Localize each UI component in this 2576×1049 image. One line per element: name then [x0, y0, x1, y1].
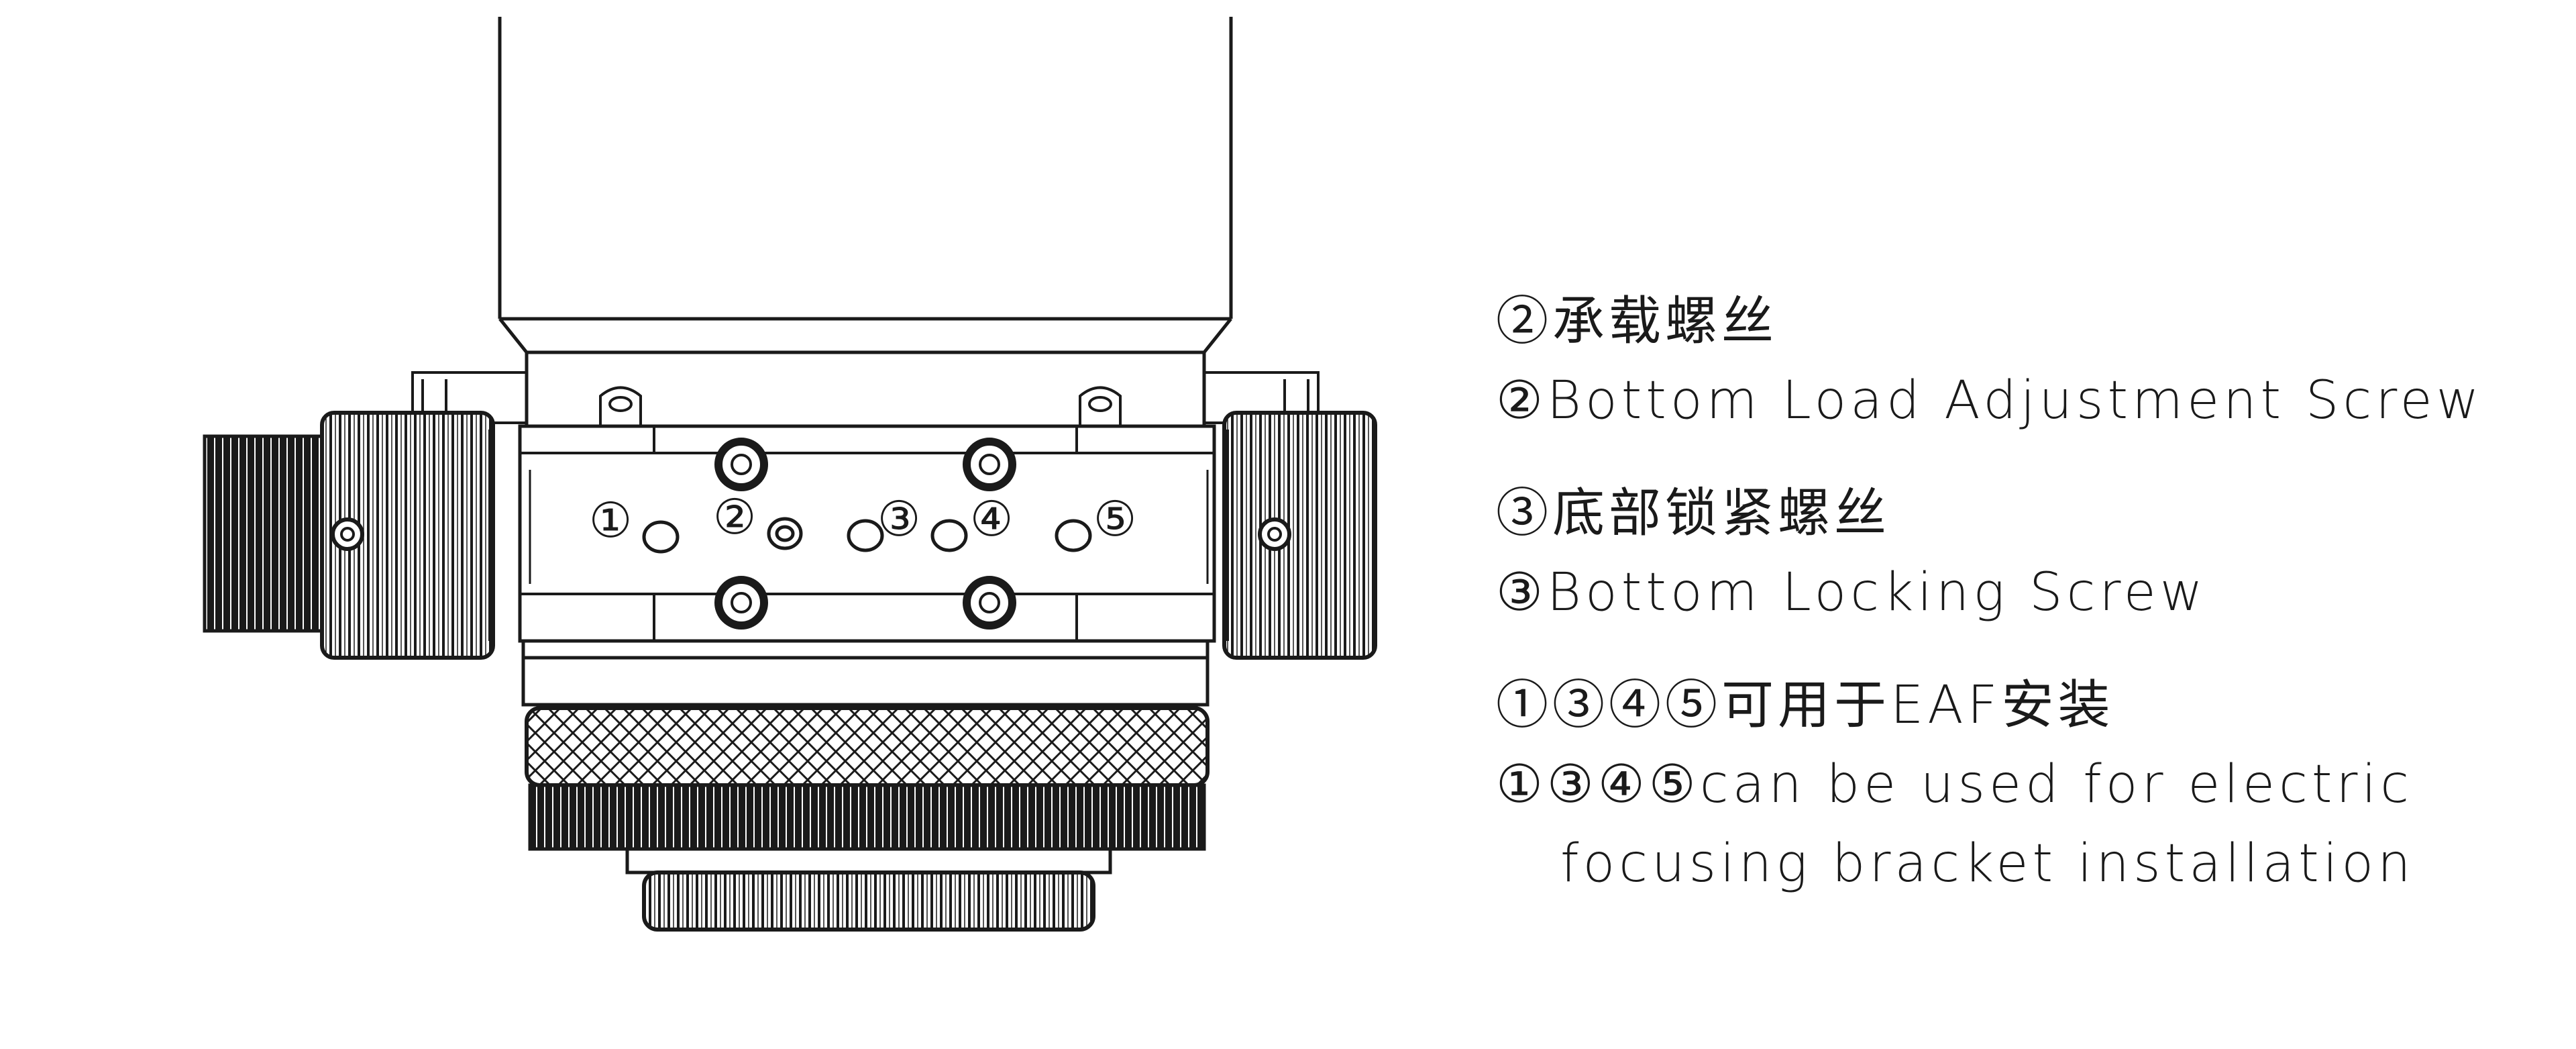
body-holes	[642, 517, 1092, 554]
legend-lock-screw: ③底部锁紧螺丝 ③Bottom Locking Screw	[1496, 474, 2556, 632]
callout-numbers: ① ② ③ ④ ⑤	[589, 489, 1137, 548]
mount-tabs	[599, 386, 1122, 426]
legend-eaf-cn: ①③④⑤可用于EAF安装	[1496, 675, 2114, 736]
legend-eaf: ①③④⑤可用于EAF安装 ①③④⑤can be used for electri…	[1496, 666, 2556, 903]
legend-lock-cn: ③底部锁紧螺丝	[1496, 483, 1891, 544]
bottom-adapter	[625, 847, 1112, 932]
draw-tube	[498, 17, 1233, 426]
legend-load-en: ②Bottom Load Adjustment Screw	[1496, 370, 2483, 431]
legend-load-cn: ②承载螺丝	[1496, 291, 1778, 352]
left-focus-knob	[203, 411, 495, 660]
legend-eaf-en-1: ①③④⑤can be used for electric	[1496, 754, 2414, 815]
legend-eaf-en-2: focusing bracket installation	[1560, 834, 2415, 894]
legend-load-screw: ②承载螺丝 ②Bottom Load Adjustment Screw	[1496, 282, 2556, 440]
right-focus-knob	[1222, 411, 1377, 660]
legend-lock-en: ③Bottom Locking Screw	[1496, 562, 2207, 623]
legend-panel: ②承载螺丝 ②Bottom Load Adjustment Screw ③底部锁…	[1496, 282, 2556, 937]
callout-1: ①	[589, 492, 633, 548]
load-screws	[714, 438, 1016, 630]
compression-ring	[525, 706, 1210, 851]
callout-2: ②	[713, 489, 757, 545]
lower-collar	[521, 639, 1210, 707]
callout-5: ⑤	[1093, 491, 1137, 547]
callout-4: ④	[970, 491, 1014, 547]
callout-3: ③	[877, 491, 921, 547]
side-brackets	[411, 371, 1320, 424]
